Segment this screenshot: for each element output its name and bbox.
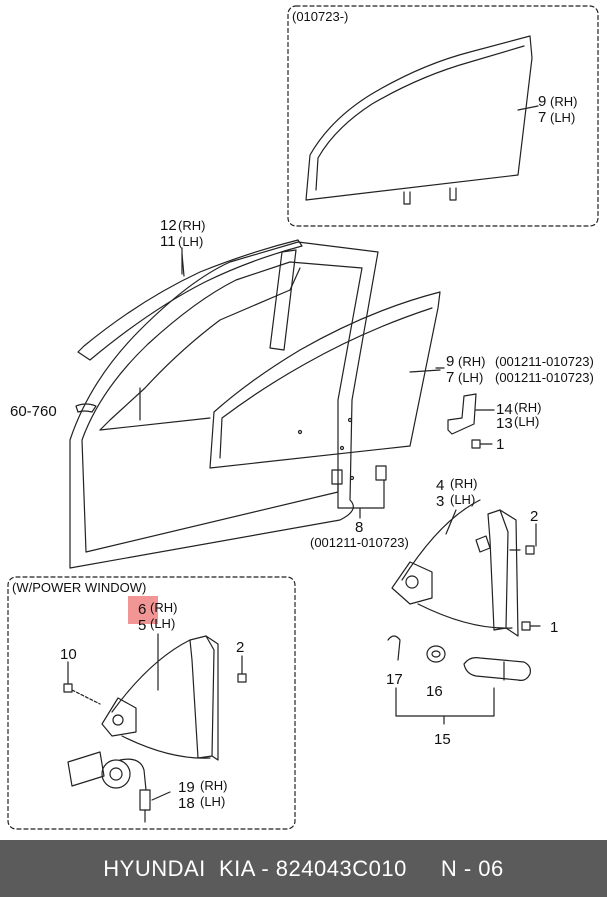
- motor-lh: (LH): [200, 794, 225, 809]
- power-box-label: (W/POWER WINDOW): [12, 580, 146, 595]
- bracket-rh-num: 14: [496, 401, 513, 418]
- weatherstrip-lh-num: 11: [160, 233, 176, 250]
- bolt-1-label: 1: [496, 436, 504, 453]
- power-reg-rh: (RH): [150, 600, 177, 615]
- channel-range: (001211-010723): [310, 535, 409, 550]
- power-reg-lh: (LH): [150, 616, 175, 631]
- motor-rh: (RH): [200, 778, 227, 793]
- leader-manual: [445, 509, 457, 535]
- manual-regulator: [391, 499, 541, 637]
- door-glass-top: [305, 35, 539, 205]
- glass-top-lh: (LH): [550, 110, 575, 125]
- glass-mid-lh-num: 7: [446, 369, 454, 386]
- glass-mid-rh-num: 9: [446, 353, 454, 370]
- channel-num: 8: [355, 519, 363, 536]
- footer-page: N - 06: [440, 855, 504, 881]
- glass-mid-range2: (001211-010723): [495, 370, 594, 385]
- power-window-box: [7, 576, 296, 830]
- glass-mid-range1: (001211-010723): [495, 354, 594, 369]
- handle-15-label: 15: [434, 731, 451, 748]
- channel-clips: [331, 465, 387, 519]
- bracket-lh: (LH): [514, 414, 539, 429]
- clip-17-label: 17: [386, 671, 403, 688]
- glass-mid-lh: (LH): [458, 370, 483, 385]
- top-box-label: (010723-): [292, 9, 348, 24]
- door-frame: [69, 241, 379, 569]
- window-handle-parts: [387, 635, 531, 725]
- glass-top-lh-num: 7: [538, 109, 546, 126]
- motor-rh-num: 19: [178, 779, 195, 796]
- footer-part-number: HYUNDAI KIA - 824043C010: [103, 855, 407, 881]
- door-glass-mid: [209, 291, 441, 469]
- weatherstrip-rh: (RH): [178, 218, 205, 233]
- glass-mid-rh: (RH): [458, 354, 485, 369]
- leader-motor: [151, 791, 171, 801]
- nut-2b-label: 2: [236, 639, 244, 656]
- glass-top-rh-num: 9: [538, 93, 546, 110]
- bolt-1b-label: 1: [550, 619, 558, 636]
- weatherstrip: [77, 239, 303, 361]
- manual-reg-rh: (RH): [450, 476, 477, 491]
- ref-arrow-icon: [75, 403, 97, 413]
- power-regulator: [63, 635, 247, 761]
- ref-code-label: 60-760: [10, 403, 57, 420]
- parts-diagram: (010723-) (W/POWER WINDOW) 9 (RH) 7 (LH)…: [7, 5, 599, 830]
- top-variant-box: [287, 5, 599, 227]
- glass-top-rh: (RH): [550, 94, 577, 109]
- weatherstrip-lh: (LH): [178, 234, 203, 249]
- bolt-10-label: 10: [60, 646, 77, 663]
- manual-reg-lh-num: 3: [436, 493, 444, 510]
- washer-16-label: 16: [426, 683, 443, 700]
- motor-lh-num: 18: [178, 795, 195, 812]
- power-reg-rh-num: 6: [138, 601, 146, 618]
- manual-reg-rh-num: 4: [436, 477, 444, 494]
- weatherstrip-rh-num: 12: [160, 217, 177, 234]
- power-reg-lh-num: 5: [138, 617, 146, 634]
- manual-reg-lh: (LH): [450, 492, 475, 507]
- glass-bracket: [447, 393, 495, 449]
- highlight-marker: [128, 596, 158, 624]
- footer-bar: HYUNDAI KIA - 824043C010 N - 06: [0, 840, 607, 897]
- bracket-lh-num: 13: [496, 415, 513, 432]
- window-motor: [67, 751, 151, 823]
- bracket-rh: (RH): [514, 400, 541, 415]
- nut-2-label: 2: [530, 508, 538, 525]
